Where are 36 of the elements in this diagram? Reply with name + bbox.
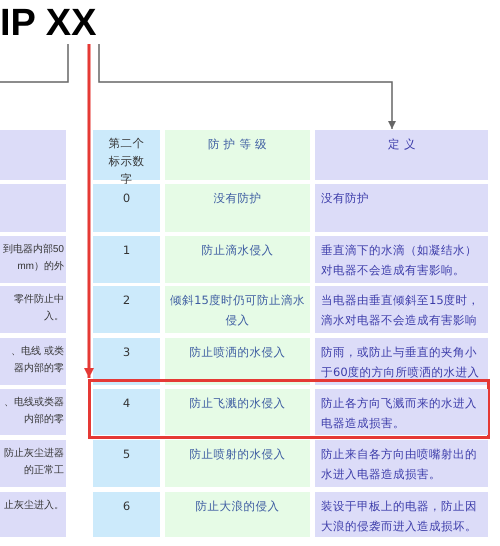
table-cell: 、电线或类器内部的零 bbox=[0, 389, 66, 435]
grade-cell: 防止喷洒的水侵入 bbox=[165, 338, 310, 385]
definition-cell: 当电器由垂直倾斜至15度时，滴水对电器不会造成有害影响 bbox=[315, 286, 488, 333]
grade-cell: 防止滴水侵入 bbox=[165, 236, 310, 283]
grade-cell: 防止喷射的水侵入 bbox=[165, 440, 310, 487]
definition-cell: 防止各方向飞溅而来的水进入电器造成损害。 bbox=[315, 389, 488, 435]
arrow bbox=[98, 44, 396, 129]
definition-cell: 没有防护 bbox=[315, 184, 488, 232]
connector-line bbox=[0, 44, 69, 83]
definition-cell: 定 义 bbox=[315, 130, 488, 180]
number-cell: 6 bbox=[93, 492, 160, 537]
table-cell: 到电器内部50mm）的外 bbox=[0, 236, 66, 283]
table-cell bbox=[0, 184, 66, 232]
table-cell: 、电线 或类器内部的零 bbox=[0, 338, 66, 385]
definition-cell: 防雨，或防止与垂直的夹角小于60度的方向所喷洒的水进入 bbox=[315, 338, 488, 385]
table-cell: 零件防止中入。 bbox=[0, 286, 66, 333]
grade-cell: 倾斜15度时仍可防止滴水侵入 bbox=[165, 286, 310, 333]
number-cell: 5 bbox=[93, 440, 160, 487]
table-cell: 防止灰尘进器的正常工 bbox=[0, 440, 66, 487]
highlight-frame bbox=[88, 379, 490, 439]
number-cell: 3 bbox=[93, 338, 160, 385]
grade-cell: 防止飞溅的水侵入 bbox=[165, 389, 310, 435]
definition-cell: 垂直滴下的水滴（如凝结水）对电器不会造成有害影响。 bbox=[315, 236, 488, 283]
definition-cell: 防止来自各方向由喷嘴射出的水进入电器造成损害。 bbox=[315, 440, 488, 487]
number-cell: 2 bbox=[93, 286, 160, 333]
grade-cell: 防止大浪的侵入 bbox=[165, 492, 310, 537]
table-cell: 止灰尘进入。 bbox=[0, 492, 66, 537]
number-cell: 0 bbox=[93, 184, 160, 232]
grade-cell: 防 护 等 级 bbox=[165, 130, 310, 180]
grade-cell: 没有防护 bbox=[165, 184, 310, 232]
table-cell bbox=[0, 130, 66, 180]
arrow bbox=[84, 44, 94, 378]
number-cell: 1 bbox=[93, 236, 160, 283]
definition-cell: 装设于甲板上的电器，防止因大浪的侵袭而进入造成损坏。 bbox=[315, 492, 488, 537]
number-cell: 4 bbox=[93, 389, 160, 435]
title-text: IP XX bbox=[0, 2, 112, 44]
